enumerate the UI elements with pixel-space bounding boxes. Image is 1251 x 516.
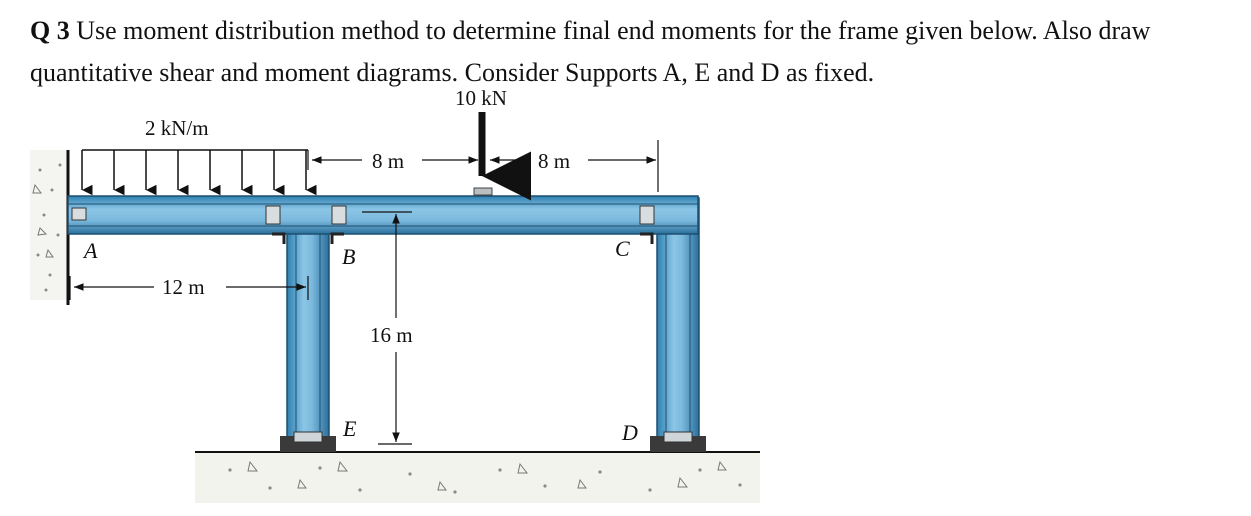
column-cd — [650, 197, 706, 452]
column-be — [280, 197, 336, 452]
distributed-load — [81, 149, 317, 196]
question-text: Q 3 Use moment distribution method to de… — [30, 10, 1240, 94]
node-label-b: B — [342, 244, 355, 269]
ground — [195, 451, 760, 503]
dimension-span-ab — [69, 276, 309, 300]
dimension-top — [307, 140, 659, 192]
node-label-d: D — [621, 420, 638, 445]
dim-top-left-label: 8 m — [372, 149, 404, 173]
node-label-c: C — [615, 236, 630, 261]
dim-span-ab-label: 12 m — [162, 275, 205, 299]
question-number: Q 3 — [30, 16, 70, 45]
dimension-height — [362, 211, 412, 445]
dim-height-label: 16 m — [370, 323, 413, 347]
udl-label: 2 kN/m — [145, 116, 209, 140]
wall-support-a — [30, 150, 70, 305]
point-load — [473, 112, 531, 201]
node-label-e: E — [342, 416, 357, 441]
question-body: Use moment distribution method to determ… — [30, 16, 1151, 87]
point-load-label: 10 kN — [455, 86, 507, 110]
beam-abc — [67, 195, 699, 244]
dim-top-right-label: 8 m — [538, 149, 570, 173]
node-label-a: A — [82, 238, 98, 263]
